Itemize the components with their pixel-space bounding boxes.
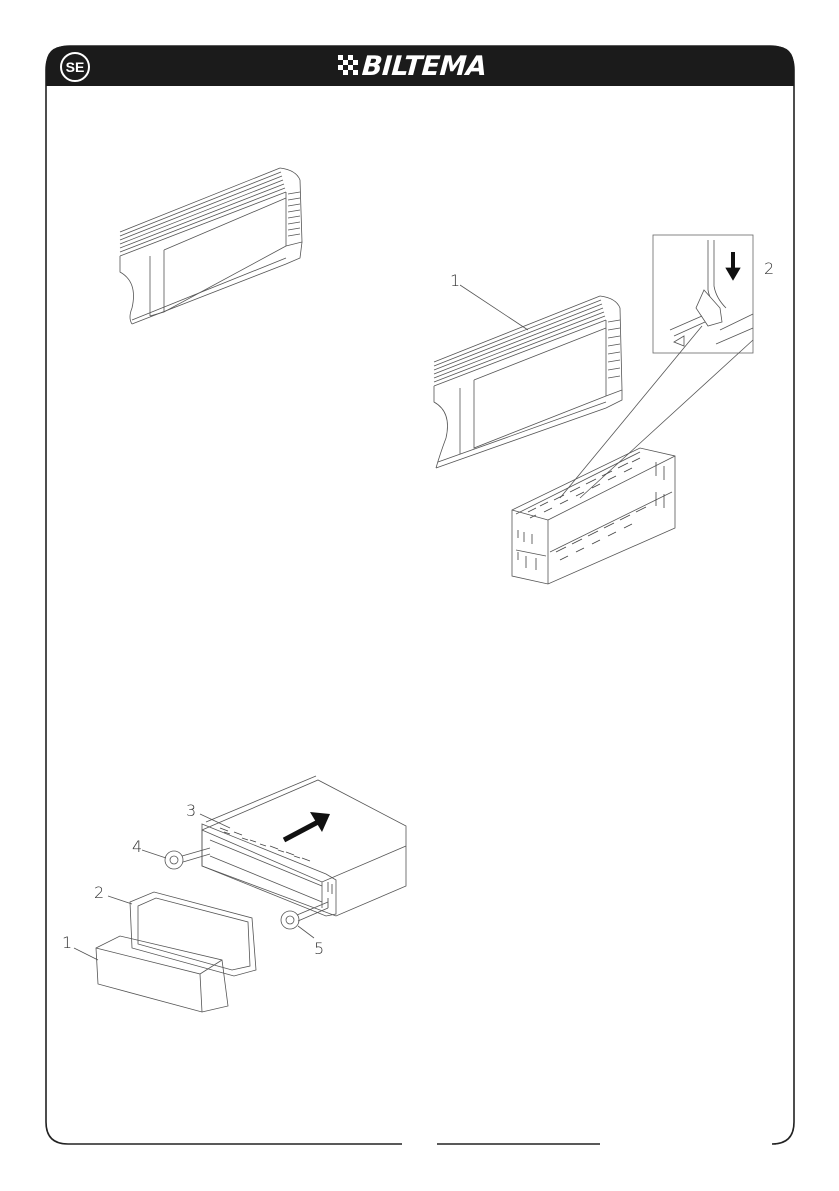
callout-label: 2 xyxy=(94,883,104,902)
dashboard-opening-illustration xyxy=(110,160,320,330)
callout-label: 1 xyxy=(62,933,72,952)
callout-label: 5 xyxy=(314,939,324,958)
brand-logo: BILTEMA xyxy=(338,50,487,82)
callout-label: 1 xyxy=(450,271,460,290)
arrow-icon xyxy=(284,812,330,840)
cage-mounting-illustration: 1 2 xyxy=(420,230,790,590)
brand-name: BILTEMA xyxy=(361,51,488,82)
exploded-assembly-illustration: 1 2 3 4 5 xyxy=(60,770,440,1040)
language-badge: SE xyxy=(60,52,90,82)
callout-label: 2 xyxy=(764,259,774,278)
callout-label: 4 xyxy=(132,837,142,856)
callout-label: 3 xyxy=(186,801,196,820)
checkered-flag-icon xyxy=(338,55,360,77)
